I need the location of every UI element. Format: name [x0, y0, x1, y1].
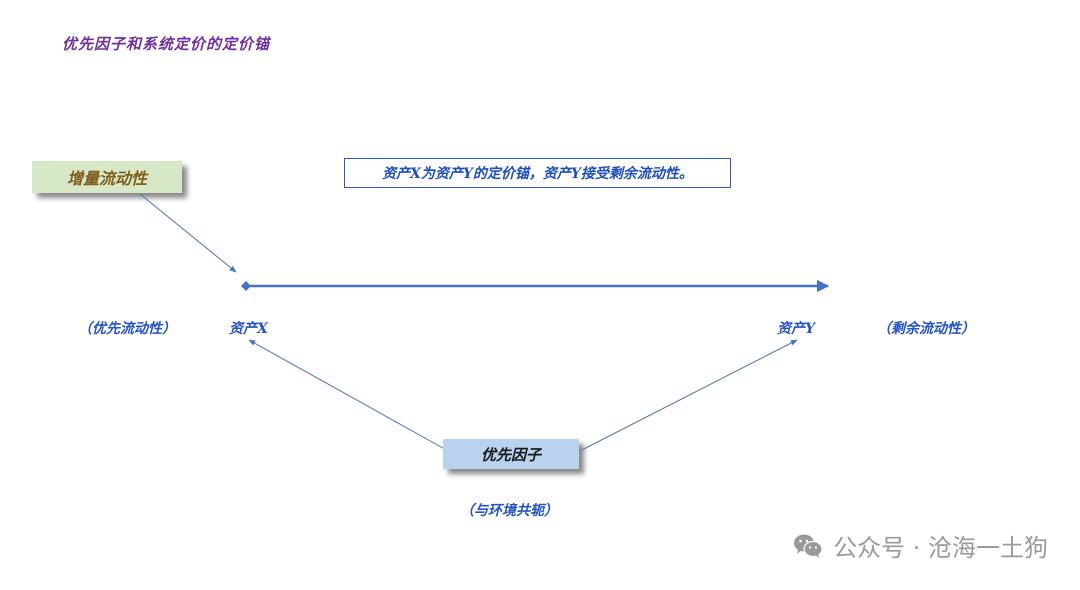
diagram-title: 优先因子和系统定价的定价锚	[62, 35, 271, 53]
anchor-diamond	[241, 281, 251, 291]
factor-to-x-arrow	[248, 339, 451, 453]
priority-factor-label: 优先因子	[480, 445, 541, 464]
watermark-text: 公众号 · 沧海一土狗	[833, 534, 1048, 562]
asset-y-label: 资产Y	[777, 321, 815, 337]
environment-conjugate-label: （与环境共轭）	[460, 503, 558, 519]
incremental-liquidity-label: 增量流动性	[66, 169, 147, 188]
factor-to-y-arrow	[577, 339, 798, 453]
asset-x-label: 资产X	[229, 321, 268, 337]
incremental-liquidity-box: 增量流动性	[32, 161, 182, 193]
incremental-to-x-arrow	[139, 193, 237, 273]
residual-liquidity-label: （剩余流动性）	[877, 321, 975, 337]
priority-liquidity-label: （优先流动性）	[78, 321, 176, 337]
pricing-anchor-note-text: 资产X为资产Y的定价锚，资产Y接受剩余流动性。	[382, 166, 693, 182]
wechat-icon	[794, 534, 823, 558]
watermark: 公众号 · 沧海一土狗	[793, 528, 1048, 563]
priority-factor-box: 优先因子	[443, 439, 579, 469]
pricing-anchor-note: 资产X为资产Y的定价锚，资产Y接受剩余流动性。	[344, 158, 731, 188]
